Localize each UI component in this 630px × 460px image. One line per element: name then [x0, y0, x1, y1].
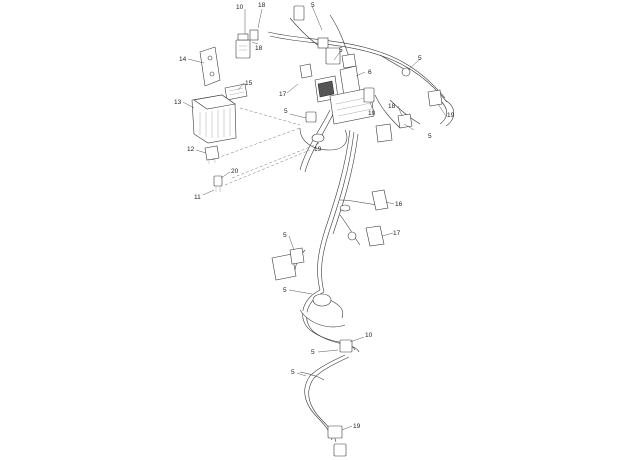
- connector-10-mid: [363, 87, 375, 103]
- callout-18: 18: [258, 2, 266, 9]
- callout-20: 20: [231, 168, 239, 175]
- callout-5: 5: [339, 47, 343, 54]
- lower-clip: [299, 293, 346, 328]
- components: [191, 5, 443, 457]
- callout-13: 13: [174, 99, 182, 106]
- connector-10-lower: [339, 339, 353, 353]
- leader-lines: [182, 5, 447, 431]
- callout-14: 14: [179, 56, 187, 63]
- callout-5: 5: [283, 287, 287, 294]
- callout-17: 17: [279, 91, 287, 98]
- callout-18: 18: [255, 45, 263, 52]
- callout-16: 16: [395, 201, 403, 208]
- bracket-14: [199, 46, 221, 87]
- callout-10: 10: [368, 110, 376, 117]
- callout-10: 10: [236, 4, 244, 11]
- callout-6: 6: [368, 69, 372, 76]
- callout-5: 5: [311, 2, 315, 9]
- connector-16: [339, 189, 389, 212]
- callout-5: 5: [283, 232, 287, 239]
- alignment-lines: [211, 107, 321, 186]
- connector-19-bottom: [327, 425, 347, 457]
- callout-5: 5: [428, 133, 432, 140]
- harness-wires: [267, 14, 455, 443]
- callout-5: 5: [311, 349, 315, 356]
- callout-17: 17: [393, 230, 401, 237]
- callout-11: 11: [194, 194, 201, 201]
- callout-10: 10: [365, 332, 373, 339]
- grommet-19-mid: [305, 111, 325, 143]
- label-15: [224, 83, 248, 101]
- callout-19: 19: [314, 146, 322, 153]
- callout-19: 19: [353, 423, 361, 430]
- connector-19-right: [401, 67, 443, 107]
- callouts: 10 18 18 5 5 5 6 14 15 17 13 5 10 18 19 …: [174, 2, 455, 430]
- connector-top-center: [293, 5, 341, 65]
- fuse-box-13: [191, 94, 237, 144]
- relay-12: [204, 145, 220, 164]
- callout-5: 5: [291, 369, 295, 376]
- callout-5: 5: [418, 55, 422, 62]
- callout-15: 15: [245, 80, 253, 87]
- callout-19: 19: [447, 112, 455, 119]
- callout-5: 5: [284, 108, 288, 115]
- central-connector-block: [299, 53, 375, 125]
- connector-18-right: [375, 113, 413, 143]
- connector-17: [347, 225, 385, 247]
- callout-18: 18: [388, 103, 396, 110]
- connector-20: [213, 175, 223, 192]
- callout-12: 12: [187, 146, 195, 153]
- connector-top-left: [235, 29, 259, 59]
- connector-mid-left: [271, 247, 305, 281]
